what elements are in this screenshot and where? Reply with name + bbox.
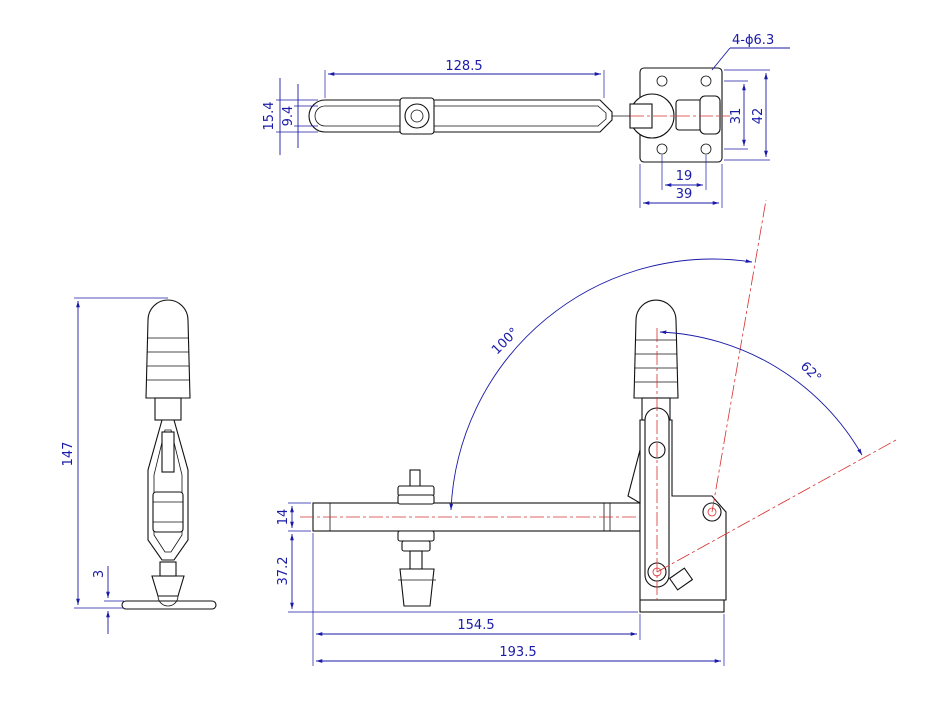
dim-side-total-height: 147 [61, 442, 76, 467]
dim-angle-open: 100° [489, 325, 522, 358]
dim-base-height-outer: 42 [751, 108, 766, 125]
front-view: 100° 62° 14 37.2 154.5 193.5 [276, 199, 897, 666]
dim-base-width-inner: 19 [676, 169, 693, 184]
dim-top-handle-length: 128.5 [445, 59, 482, 74]
side-view: 147 3 [61, 297, 217, 634]
dim-total-length: 193.5 [499, 645, 536, 660]
dim-bar-thickness: 14 [276, 509, 291, 526]
dim-top-handle-width-outer: 15.4 [262, 102, 277, 131]
top-view: 128.5 15.4 9.4 4-ϕ6.3 31 42 19 39 [262, 33, 790, 208]
dim-holes: 4-ϕ6.3 [732, 33, 774, 48]
dim-top-handle-width-inner: 9.4 [281, 106, 296, 127]
dim-base-width-outer: 39 [676, 187, 693, 202]
dim-bar-reach: 154.5 [457, 618, 494, 633]
dim-angle-handle: 62° [797, 359, 824, 386]
dim-bar-height: 37.2 [276, 557, 291, 586]
dim-base-height-inner: 31 [729, 108, 744, 125]
dim-side-base-thickness: 3 [92, 570, 107, 578]
